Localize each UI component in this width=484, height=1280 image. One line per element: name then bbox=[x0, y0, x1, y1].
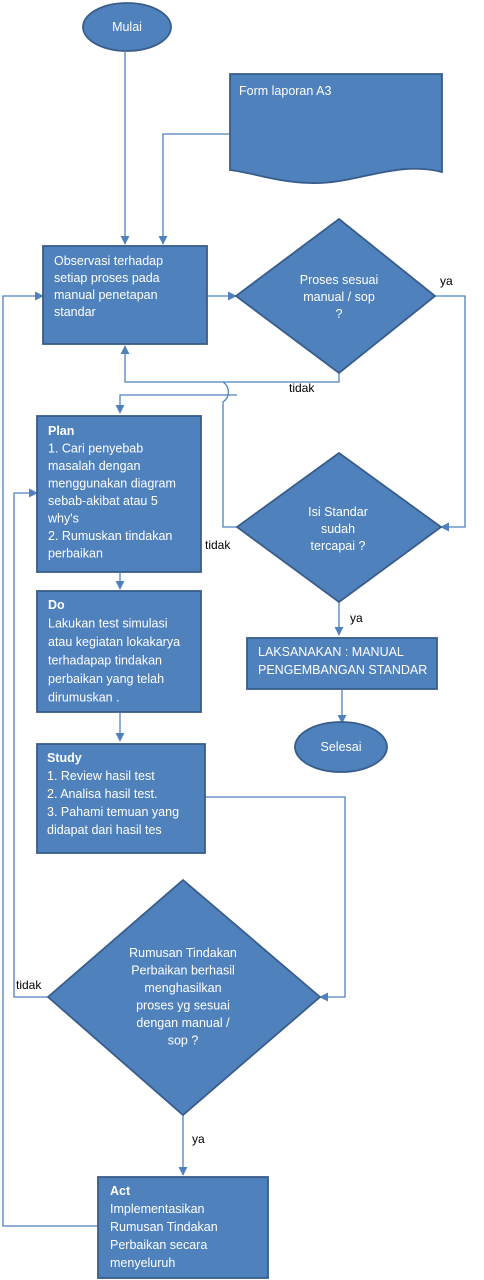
selesai-text: Selesai bbox=[321, 740, 362, 754]
rumusan-text-line: Perbaikan berhasil bbox=[131, 964, 235, 978]
edge-bridge-to-plan bbox=[115, 394, 237, 414]
study-text-line: 2. Analisa hasil test. bbox=[47, 787, 157, 801]
act-text-line: Perbaikan secara bbox=[110, 1238, 207, 1252]
study-text-line: 3. Pahami temuan yang bbox=[47, 805, 179, 819]
label-tidak-rumusan: tidak bbox=[16, 978, 42, 992]
plan-text-line: sebab-akibat atau 5 bbox=[48, 494, 158, 508]
label-ya-isi: ya bbox=[350, 611, 363, 625]
observasi-text-line: setiap proses pada bbox=[54, 271, 160, 285]
act-text-line: Act bbox=[110, 1184, 131, 1198]
study-text: Study 1. Review hasil test 2. Analisa hasi… bbox=[47, 751, 179, 837]
proses-sesuai-text: Proses sesuai manual / sop? bbox=[300, 273, 379, 321]
process-laksanakan bbox=[246, 637, 438, 690]
document-form-laporan bbox=[229, 73, 443, 184]
do-text-line: dirumuskan . bbox=[48, 691, 120, 705]
edge-proses-ya-isi bbox=[435, 295, 466, 532]
label-tidak-isi: tidak bbox=[205, 538, 231, 552]
isi-standar-text: Isi Standar sudah tercapai ? bbox=[308, 505, 368, 553]
study-text-line: didapat dari hasil tes bbox=[47, 823, 162, 837]
process-observasi bbox=[42, 245, 208, 345]
edge-study-rumusan bbox=[205, 796, 346, 1002]
plan-text-line: 2. Rumuskan tindakan bbox=[48, 529, 172, 543]
isi-standar-text-line: sudah bbox=[321, 522, 355, 536]
process-plan bbox=[36, 415, 202, 573]
decision-rumusan bbox=[46, 878, 322, 1117]
act-text-line: Rumusan Tindakan bbox=[110, 1220, 218, 1234]
observasi-text-line: standar bbox=[54, 305, 96, 319]
start-terminal-mulai bbox=[82, 2, 172, 52]
label-ya-proses: ya bbox=[440, 274, 453, 288]
edge-isi-tidak-plan bbox=[222, 381, 237, 528]
decision-proses-sesuai bbox=[234, 217, 437, 375]
study-text-line: Study bbox=[47, 751, 82, 765]
label-ya-rumusan: ya bbox=[192, 1132, 205, 1146]
form-text-line: Form laporan A3 bbox=[239, 84, 331, 98]
rumusan-text-line: sop ? bbox=[168, 1034, 199, 1048]
do-text-line: Lakukan test simulasi bbox=[48, 617, 168, 631]
act-text-line: menyeluruh bbox=[110, 1256, 175, 1270]
mulai-text-line: Mulai bbox=[112, 20, 142, 34]
observasi-text-line: manual penetapan bbox=[54, 288, 158, 302]
process-do bbox=[36, 590, 202, 713]
act-text-line: Implementasikan bbox=[110, 1202, 205, 1216]
do-text-line: Do bbox=[48, 598, 65, 612]
do-text-line: terhadapap tindakan bbox=[48, 654, 162, 668]
rumusan-text-line: Rumusan Tindakan bbox=[129, 946, 237, 960]
mulai-text: Mulai bbox=[112, 20, 142, 34]
proses-sesuai-text-line: Proses sesuai bbox=[300, 273, 379, 287]
label-tidak-proses: tidak bbox=[289, 381, 315, 395]
laksanakan-text: LAKSANAKAN : MANUAL PENGEMBANGAN STANDAR bbox=[258, 645, 427, 677]
rumusan-text-line: dengan manual / bbox=[136, 1016, 230, 1030]
laksanakan-text-line: PENGEMBANGAN STANDAR bbox=[258, 663, 427, 677]
isi-standar-text-line: Isi Standar bbox=[308, 505, 368, 519]
connectors bbox=[2, 52, 466, 1227]
decision-isi-standar bbox=[235, 451, 443, 604]
do-text-line: perbaikan yang telah bbox=[48, 672, 164, 686]
selesai-text-line: Selesai bbox=[321, 740, 362, 754]
proses-sesuai-text-line: manual / sop bbox=[303, 290, 375, 304]
plan-text-line: perbaikan bbox=[48, 547, 103, 561]
laksanakan-text-line: LAKSANAKAN : MANUAL bbox=[258, 645, 404, 659]
proses-sesuai-text-line: ? bbox=[336, 307, 343, 321]
edge-act-observasi bbox=[2, 291, 98, 1227]
plan-text: Plan 1. Cari penyebab masalah dengan menggu… bbox=[47, 424, 176, 561]
plan-text-line: 1. Cari penyebab bbox=[48, 442, 143, 456]
do-text-line: atau kegiatan lokakarya bbox=[48, 635, 180, 649]
plan-text-line: Plan bbox=[48, 424, 74, 438]
observasi-text: Observasi terhadap setiap proses pada manu… bbox=[54, 254, 163, 319]
edge-rumusan-tidak-plan bbox=[13, 488, 48, 998]
isi-standar-text-line: tercapai ? bbox=[311, 539, 366, 553]
observasi-text-line: Observasi terhadap bbox=[54, 254, 163, 268]
edge-proses-tidak-observasi bbox=[120, 345, 340, 383]
plan-text-line: masalah dengan bbox=[48, 459, 140, 473]
process-study bbox=[36, 743, 206, 854]
rumusan-text-line: proses yg sesuai bbox=[136, 999, 230, 1013]
end-terminal-selesai bbox=[294, 721, 388, 773]
rumusan-text-line: menghasilkan bbox=[144, 981, 221, 995]
plan-text-line: menggunakan diagram bbox=[48, 477, 176, 491]
process-act bbox=[97, 1176, 269, 1279]
study-text-line: 1. Review hasil test bbox=[47, 769, 155, 783]
form-text: Form laporan A3 bbox=[239, 84, 331, 98]
edge-form-observasi bbox=[158, 133, 230, 245]
plan-text-line: why's bbox=[47, 512, 79, 526]
